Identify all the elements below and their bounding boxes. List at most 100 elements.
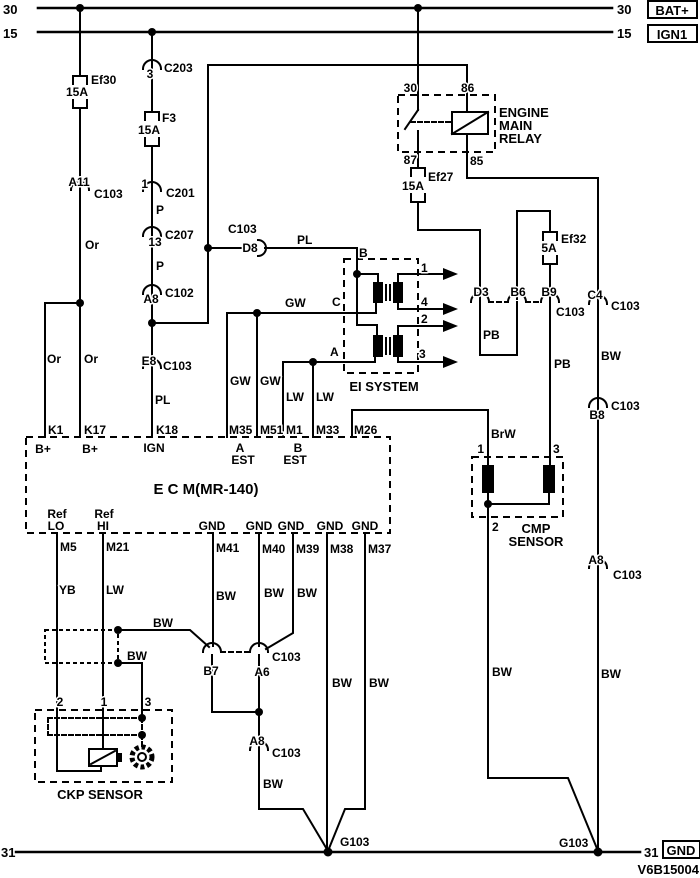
engine-main-relay: 30 86 87 85 ENGINE MAIN RELAY Ef27 15A (397, 4, 599, 853)
ckp-internal-shield-dashed (47, 717, 143, 747)
wire-color-bw: BW (263, 777, 284, 791)
ei-output-2: 2 (421, 312, 428, 326)
pin-b9: B9 (541, 285, 557, 299)
wire-color-gw: GW (230, 374, 251, 388)
pin-b6: B6 (510, 285, 526, 299)
relay-coil (451, 111, 489, 135)
wire-color-lw: LW (106, 583, 125, 597)
c103-connector-row: D3 B6 B9 C4 C103 C103 Ef32 5A PB PB (469, 210, 642, 466)
connector-a11-c103-arc (69, 180, 91, 192)
wire-a-lw (282, 356, 376, 363)
wire-b7-down (211, 654, 260, 713)
connector-c4-arc (587, 294, 609, 306)
connector-d8-c103: C103 (228, 222, 257, 236)
junction-dot (255, 708, 263, 716)
pin-1: 1 (141, 177, 148, 191)
ecm-pin-k1: K1 (48, 423, 64, 437)
cmp-pin-3: 3 (553, 442, 560, 456)
fuse-ef32-rating: 5A (541, 241, 557, 255)
ecm-top-pin-ticks (44, 423, 353, 438)
connector-e8-c103: C103 (163, 359, 192, 373)
cmp-sensor-title-line2: SENSOR (509, 534, 565, 549)
gnd-tag-box (662, 840, 700, 859)
wire-color-lw: LW (316, 390, 335, 404)
ei-input-a: A (330, 345, 339, 359)
ecm-pin-m37: M37 (368, 542, 392, 556)
wire-color-gw: GW (285, 296, 306, 310)
fuse-ef30-bottom (72, 99, 88, 109)
pin-a11: A11 (68, 175, 90, 189)
cmp-sensor: 1 3 2 CMP SENSOR BW (471, 441, 600, 853)
connector-a8-bottom-c103: C103 (272, 746, 301, 760)
ign1-tag: IGN1 (657, 27, 687, 42)
pin-a8-bottom: A8 (249, 734, 265, 748)
pin-a8-right: A8 (588, 553, 604, 567)
fuse-ef27-rating: 15A (402, 179, 424, 193)
ground-g103-left: G103 (340, 835, 370, 849)
wire-m5-yb (56, 544, 102, 772)
ecm-pin-m5: M5 (60, 540, 77, 554)
ecm-fn-hi: HI (97, 519, 109, 533)
relay-pin-87: 87 (404, 153, 418, 167)
ckp-pin-1: 1 (101, 695, 108, 709)
ei-output-4: 4 (421, 295, 428, 309)
wire-color-p: P (156, 203, 164, 217)
arrow-out1 (443, 268, 458, 280)
wire-color-bw: BW (601, 349, 622, 363)
ignition-feed-branch: 3 C203 F3 15A 1 C201 P 13 C207 P A8 C102… (136, 28, 197, 438)
ecm-pin-m33: M33 (316, 423, 340, 437)
wire-gw-pair (226, 312, 258, 438)
connector-b8-arc (587, 397, 609, 409)
wire-color-bw: BW (297, 586, 318, 600)
ckp-sensor: BW BW YB LW 2 1 3 CKP SENSOR (34, 544, 211, 804)
ecm-pin-m38: M38 (330, 542, 354, 556)
connector-c207: C207 (165, 228, 194, 242)
junction-dot (76, 299, 84, 307)
wire-b-upper (356, 273, 379, 283)
connector-c203: C203 (164, 61, 193, 75)
ecm: E C M(MR-140) K1 K17 K18 M35 M51 M1 M33 … (25, 422, 393, 558)
coil2-primary (373, 335, 383, 357)
relay-box (397, 94, 496, 153)
coil2-secondary (393, 335, 403, 357)
wire-m37 (326, 544, 366, 853)
connector-c102: C102 (165, 286, 194, 300)
bat-plus-tag-box (647, 0, 698, 19)
wire-pl (264, 247, 358, 275)
cmp-element-3 (543, 465, 555, 493)
wire-color-bw: BW (153, 616, 174, 630)
wire-color-yb: YB (59, 583, 76, 597)
connector-row-c103: C103 (556, 305, 585, 319)
cmp-sensor-title-line1: CMP (522, 521, 551, 536)
ign1-tag-box (647, 24, 698, 43)
ecm-pin-m35: M35 (229, 423, 253, 437)
cable-shield-box (44, 629, 119, 664)
pin-d3: D3 (473, 285, 489, 299)
ei-system-title: EI SYSTEM (349, 379, 418, 394)
pin-13: 13 (148, 235, 162, 249)
wire-color-bw: BW (492, 665, 513, 679)
fuse-ef27-top (410, 167, 426, 177)
wire-out2 (397, 325, 445, 336)
connector-a11-c103: C103 (94, 187, 123, 201)
ecm-fn-ref2: Ref (94, 507, 114, 521)
ground-junction-dot (323, 847, 333, 857)
ei-system: B C A 1 4 2 3 EI SYSTEM GW GW GW LW LW (226, 245, 458, 438)
wire-color-pl: PL (297, 233, 312, 247)
cmp-sensor-box (471, 456, 564, 518)
bus-15-label-right: 15 (617, 26, 631, 41)
pin-e8: E8 (142, 354, 157, 368)
wire-color-bw: BW (332, 676, 353, 690)
junction-dot (138, 731, 146, 739)
relay-pin-86: 86 (461, 81, 475, 95)
ecm-pin-m40: M40 (262, 542, 286, 556)
ground-wires: BW BW BW BW BW B7 A6 C103 A8 C103 BW G10… (202, 544, 391, 857)
fuse-f3-name: F3 (162, 111, 176, 125)
wire-color-bw: BW (369, 676, 390, 690)
connector-c203-arc (141, 59, 163, 71)
wire (516, 210, 551, 300)
ecm-fn-gnd1: GND (199, 519, 226, 533)
cmp-pin-1: 1 (477, 442, 484, 456)
